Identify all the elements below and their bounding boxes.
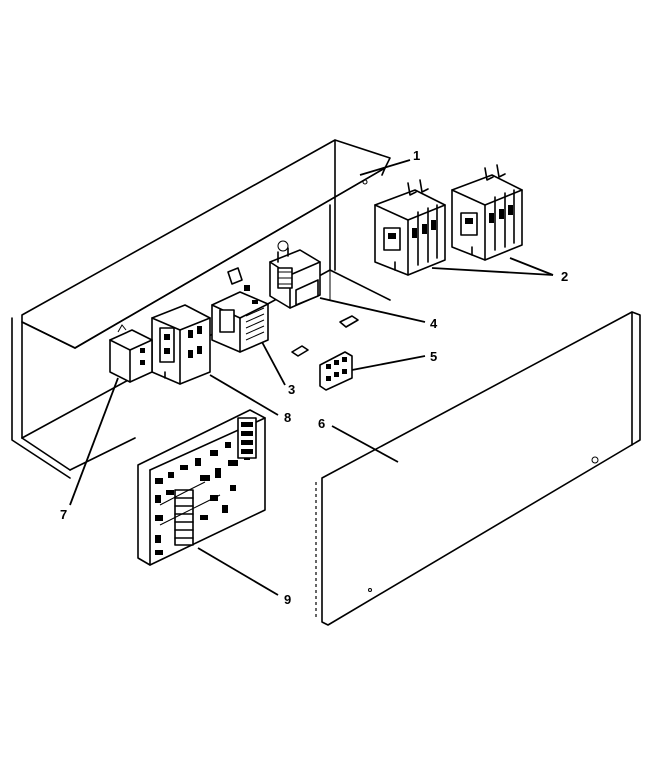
contactor-left xyxy=(374,179,446,276)
leader-lines xyxy=(69,159,554,596)
leader-1 xyxy=(359,159,411,176)
callout-8: 8 xyxy=(284,410,291,425)
transformer xyxy=(269,240,321,309)
terminal-block xyxy=(319,351,353,391)
callout-2: 2 xyxy=(561,269,568,284)
callout-3: 3 xyxy=(288,382,295,397)
contactor-right xyxy=(451,164,523,261)
leader-3 xyxy=(261,341,286,386)
leader-5 xyxy=(351,355,426,371)
relay-module xyxy=(211,267,269,353)
time-delay-relay xyxy=(151,304,211,385)
callout-5: 5 xyxy=(430,349,437,364)
leader-6 xyxy=(331,425,399,463)
leader-4 xyxy=(319,297,426,323)
heat-sink xyxy=(174,489,194,546)
callout-7: 7 xyxy=(60,507,67,522)
callout-6: 6 xyxy=(318,416,325,431)
control-circuit-board xyxy=(137,409,266,566)
small-relay xyxy=(109,324,153,383)
callout-labels: 1 2 3 4 5 6 7 8 9 xyxy=(60,148,568,607)
callout-9: 9 xyxy=(284,592,291,607)
leader-2b xyxy=(509,257,554,276)
leader-7 xyxy=(69,377,119,506)
callout-4: 4 xyxy=(430,316,438,331)
callout-1: 1 xyxy=(413,148,420,163)
leader-8 xyxy=(209,374,279,416)
leader-2a xyxy=(431,267,554,276)
board-connector xyxy=(237,417,257,459)
leader-9 xyxy=(197,547,279,596)
control-box-housing xyxy=(11,139,391,479)
front-cover-panel xyxy=(315,311,641,626)
